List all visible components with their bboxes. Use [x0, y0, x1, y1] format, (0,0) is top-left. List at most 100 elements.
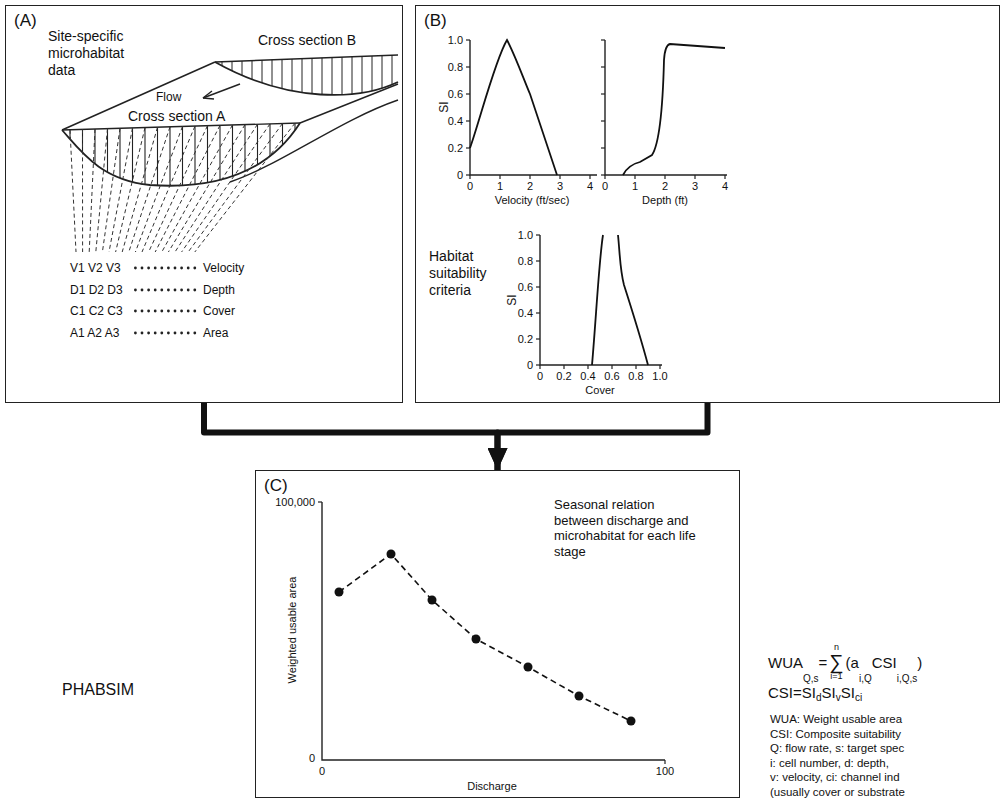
measurement-dot [193, 332, 196, 335]
bed-line [230, 100, 398, 182]
measurement-dot [174, 267, 177, 270]
right-bank [300, 84, 398, 123]
section-vertical [169, 127, 170, 200]
measurement-dot [147, 267, 150, 270]
measurement-dot [147, 310, 150, 313]
formula-part: CSI=SI [768, 685, 816, 700]
leader-line [70, 130, 76, 252]
label: 0.8 [448, 62, 463, 73]
section-vertical [332, 50, 333, 110]
measurement-dot [141, 267, 144, 270]
measurement-dot [187, 289, 190, 292]
cover-axes [540, 235, 662, 365]
tick [529, 175, 530, 179]
tick [601, 39, 605, 40]
label: 1.0 [652, 371, 667, 382]
formula-part: i,Q [859, 674, 872, 684]
formula-part: n [834, 643, 839, 652]
measurement-dot [154, 289, 157, 292]
section-vertical [244, 125, 245, 200]
section-vertical [292, 50, 293, 110]
measurement-dot [174, 310, 177, 313]
tick [601, 147, 605, 148]
label: Discharge [467, 781, 517, 792]
label: Depth [203, 284, 235, 296]
tick [601, 120, 605, 121]
section-vertical [257, 124, 258, 200]
tick [499, 175, 500, 179]
section-vertical [222, 50, 223, 110]
label: 0.4 [448, 116, 463, 127]
measurement-dot [154, 310, 157, 313]
formula-line: CSI=SIdSIvSIci [768, 685, 862, 700]
measurement-dot [180, 267, 183, 270]
tick [604, 175, 605, 179]
label: C1 C2 C3 [70, 305, 123, 317]
leader-line [96, 129, 108, 252]
tick [724, 175, 725, 179]
measurement-dot [134, 332, 137, 335]
label: 0 [309, 753, 315, 764]
measurement-dot [134, 310, 137, 313]
label: 0.2 [556, 371, 571, 382]
label: Flow [156, 91, 181, 103]
water-surface-a [62, 123, 300, 130]
formula-part: v [836, 693, 841, 703]
tick [634, 175, 635, 179]
label: 0.2 [518, 334, 533, 345]
flow-arrow [203, 84, 240, 98]
tick [601, 66, 605, 67]
label: Velocity (ft/sec) [495, 195, 570, 206]
panel-letter: (A) [14, 11, 37, 31]
result-panel: (C)Seasonal relation between discharge a… [255, 470, 740, 798]
label: 0.8 [518, 256, 533, 267]
suitability-curves [470, 40, 725, 365]
measurement-dot [193, 267, 196, 270]
label: 0.2 [448, 143, 463, 154]
label: SI [506, 294, 518, 305]
tick [659, 365, 660, 369]
formula-part: SI [822, 685, 836, 700]
leader-line [168, 125, 245, 252]
measurement-dot [154, 267, 157, 270]
measurement-dot [193, 310, 196, 313]
measurement-dot [193, 289, 196, 292]
leader-line [149, 126, 208, 252]
label: v: velocity, ci: channel ind [770, 772, 900, 784]
formula-part: CSI [872, 655, 897, 670]
measurement-dot [160, 310, 163, 313]
formula-part: i=1 [830, 672, 842, 681]
measurement-dot [167, 332, 170, 335]
formula-part: Q,s [803, 674, 819, 684]
flow-arrow-head [203, 91, 214, 99]
label: 0.8 [628, 371, 643, 382]
measurement-dot [160, 332, 163, 335]
label: Area [203, 327, 228, 339]
tick [601, 93, 605, 94]
wua-points [335, 550, 636, 726]
label: 0.6 [448, 89, 463, 100]
label: Velocity [203, 262, 244, 274]
tick [466, 93, 470, 94]
label: 1.0 [448, 35, 463, 46]
tick [664, 175, 665, 179]
label: D1 D2 D3 [70, 284, 123, 296]
label: 2 [662, 181, 668, 192]
tick [469, 175, 470, 179]
formula-part: i,Q,s [897, 674, 918, 684]
data-point [428, 596, 437, 605]
tick [536, 364, 540, 365]
measurement-dot [187, 267, 190, 270]
section-vertical [342, 50, 343, 110]
section-vertical [294, 123, 295, 200]
section-vertical [232, 50, 233, 110]
section-vertical [207, 126, 208, 200]
measurement-dot [134, 289, 137, 292]
measurement-dot [141, 332, 144, 335]
label: CSI: Composite suitability [770, 729, 901, 741]
formula-part: = [819, 655, 828, 670]
measurement-dot [141, 289, 144, 292]
section-vertical [352, 50, 353, 110]
label: 0.6 [518, 282, 533, 293]
leader-line [182, 124, 270, 252]
